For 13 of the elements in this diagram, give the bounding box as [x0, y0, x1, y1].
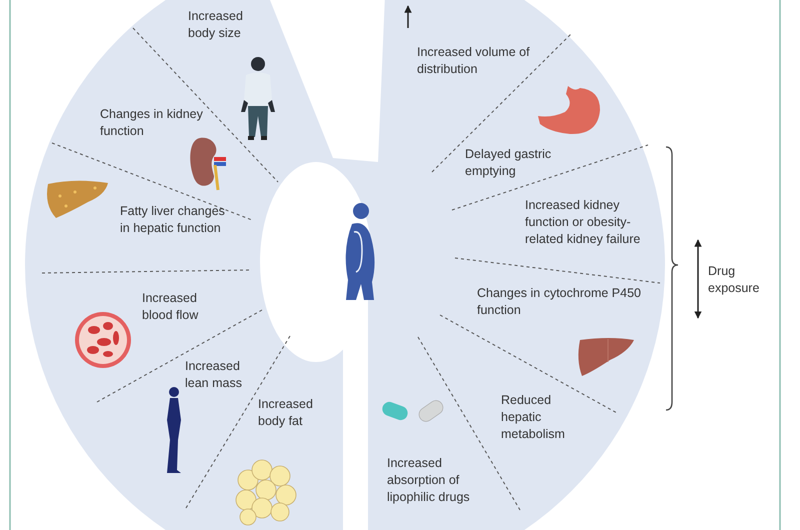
- label-text: Increased body fat: [258, 396, 314, 430]
- label-text: Increased absorption of lipophilic drugs: [387, 455, 471, 506]
- label-text: Increased volume of distribution: [417, 44, 531, 78]
- label-text: Delayed gastric emptying: [465, 146, 552, 180]
- label-text: Increased kidney function or obesity-related kidney failure: [525, 197, 642, 248]
- label-text: Reduced hepatic metabolism: [501, 392, 566, 443]
- label-text: Increased blood flow: [142, 290, 200, 324]
- label-text: Increased lean mass: [185, 358, 243, 392]
- label-text: Changes in cytochrome P450 function: [477, 285, 642, 319]
- label-text: Increased body size: [188, 8, 244, 42]
- label-text: Changes in kidney function: [100, 106, 204, 140]
- label-text: Fatty liver changes in hepatic function: [120, 203, 226, 237]
- label-text: Drug exposure: [708, 263, 760, 297]
